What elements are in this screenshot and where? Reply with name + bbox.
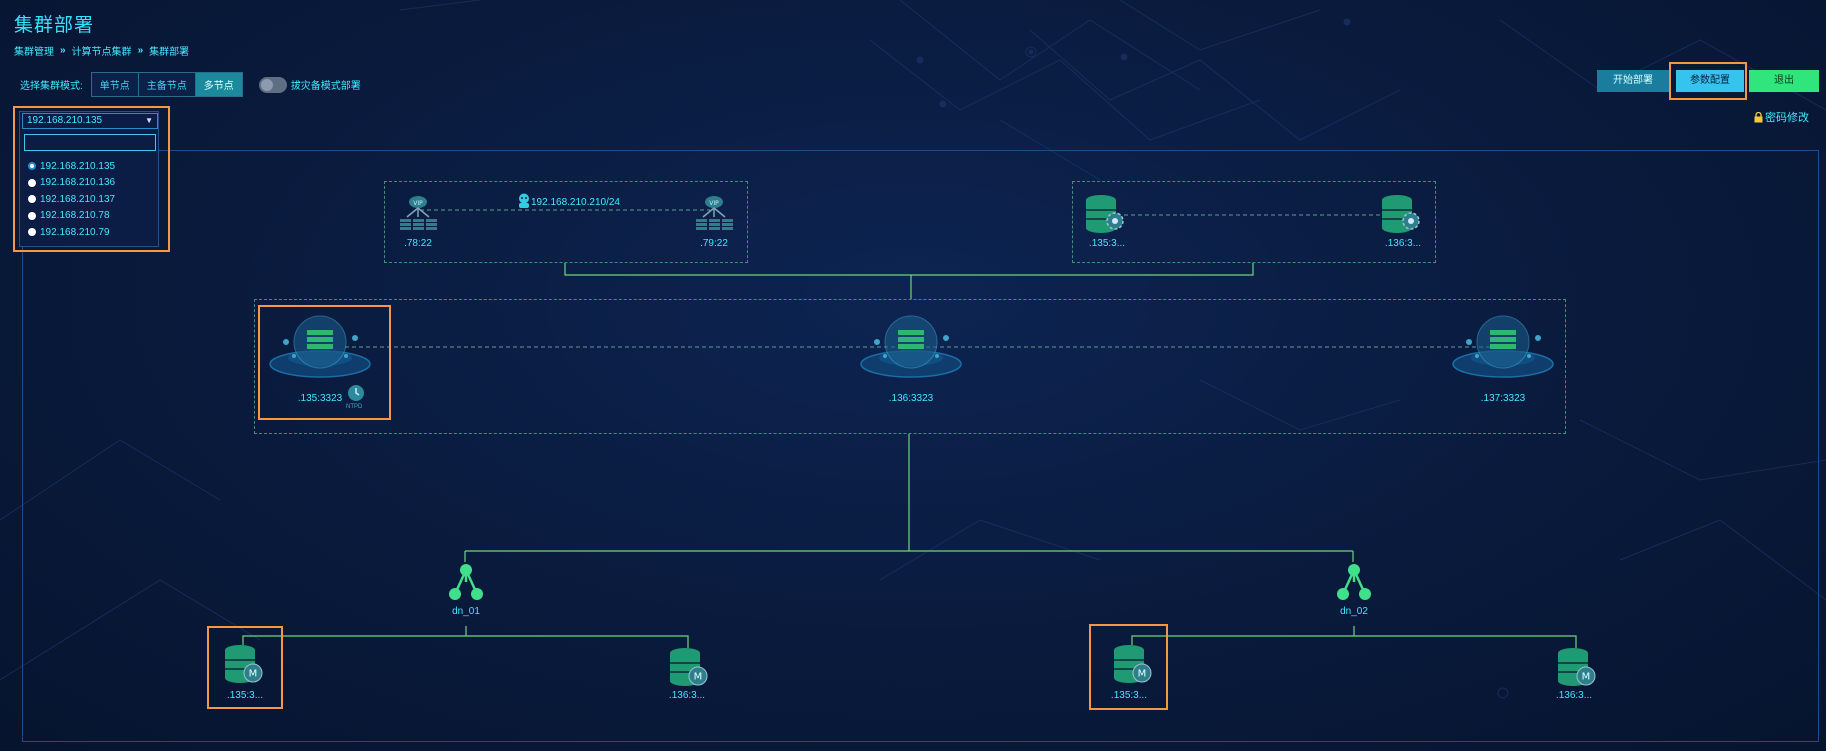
data-node-label: .135:3... <box>1110 690 1148 701</box>
load-balancer-icon[interactable]: VIP <box>693 193 735 235</box>
radio-unchecked-icon <box>28 195 36 204</box>
master-badge: M <box>1138 669 1147 680</box>
data-node-label: .136:3... <box>668 690 706 701</box>
ip-option-label: 192.168.210.137 <box>40 193 116 205</box>
ip-option-label: 192.168.210.78 <box>40 210 110 222</box>
compute-node-icon[interactable] <box>264 312 376 384</box>
cluster-mode-selector: 单节点 主备节点 多节点 <box>90 72 243 97</box>
ip-option[interactable]: 192.168.210.78 <box>28 208 115 225</box>
ip-option-label: 192.168.210.135 <box>40 160 116 172</box>
ip-option[interactable]: 192.168.210.79 <box>28 224 115 241</box>
start-deploy-button[interactable]: 开始部署 <box>1597 70 1669 92</box>
compute-node-icon[interactable] <box>1447 312 1559 384</box>
radio-checked-icon <box>28 162 36 171</box>
database-master-icon[interactable]: M <box>223 645 265 685</box>
master-badge: M <box>1582 672 1591 683</box>
ip-option[interactable]: 192.168.210.137 <box>28 191 115 208</box>
cluster-mode-row: 选择集群模式: 单节点 主备节点 多节点 拔灾备模式部署 <box>20 72 361 97</box>
caret-down-icon: ▼ <box>145 116 153 125</box>
data-node-label: .136:3... <box>1555 690 1593 701</box>
ip-option[interactable]: 192.168.210.135 <box>28 158 115 175</box>
cfg-right-label: .136:3... <box>1384 238 1422 249</box>
data-group-icon[interactable] <box>446 562 486 602</box>
param-config-highlight <box>1669 62 1747 100</box>
cluster-mode-label: 选择集群模式: <box>20 81 83 92</box>
data-group-label: dn_02 <box>1340 606 1368 617</box>
param-config-button[interactable]: 参数配置 <box>1676 70 1744 92</box>
breadcrumb-item-cluster-management[interactable]: 集群管理 <box>14 47 54 58</box>
ip-select-value: 192.168.210.135 <box>27 115 103 126</box>
breadcrumb-separator: » <box>60 45 66 56</box>
radio-unchecked-icon <box>28 211 36 220</box>
cfg-left-label: .135:3... <box>1088 238 1126 249</box>
page-title: 集群部署 <box>14 15 95 36</box>
lb-right-label: .79:22 <box>700 238 728 249</box>
lb-left-label: .78:22 <box>404 238 432 249</box>
data-node-highlight <box>1089 624 1168 710</box>
svg-text:VIP: VIP <box>413 200 423 207</box>
password-change-link[interactable]: 密码修改 <box>1754 109 1809 125</box>
breadcrumb: 集群管理 » 计算节点集群 » 集群部署 <box>14 43 189 58</box>
breadcrumb-item-compute-cluster[interactable]: 计算节点集群 <box>71 47 132 58</box>
ip-option-label: 192.168.210.79 <box>40 226 110 238</box>
radio-unchecked-icon <box>28 228 36 237</box>
disaster-recovery-label: 拔灾备模式部署 <box>290 81 361 92</box>
compute-node-label: .135:3323 <box>297 393 343 404</box>
database-config-icon[interactable] <box>1380 194 1422 234</box>
master-badge: M <box>694 672 703 683</box>
mode-option-master-slave[interactable]: 主备节点 <box>138 73 196 96</box>
data-node-highlight <box>207 626 283 709</box>
radio-unchecked-icon <box>28 178 36 187</box>
clock-icon <box>348 385 364 401</box>
ip-select[interactable]: 192.168.210.135 ▼ <box>22 113 158 129</box>
breadcrumb-item-cluster-deploy: 集群部署 <box>149 47 190 58</box>
data-group-label: dn_01 <box>452 606 480 617</box>
compute-node-icon[interactable] <box>855 312 967 384</box>
database-master-icon[interactable]: M <box>1112 645 1154 685</box>
breadcrumb-separator: » <box>137 45 144 56</box>
compute-node-label: .137:3323 <box>1480 393 1526 404</box>
load-balancer-group <box>384 181 748 263</box>
ip-dropdown-highlight <box>13 106 170 252</box>
exit-button[interactable]: 退出 <box>1749 70 1819 92</box>
database-master-icon[interactable]: M <box>1556 648 1598 688</box>
password-change-label: 密码修改 <box>1765 112 1809 124</box>
svg-text:VIP: VIP <box>709 200 719 207</box>
data-group-icon[interactable] <box>1334 562 1374 602</box>
ip-option[interactable]: 192.168.210.136 <box>28 175 115 192</box>
topology-panel <box>22 150 1819 742</box>
ntpd-label: NTPD <box>346 404 363 410</box>
compute-node-group <box>254 299 1566 434</box>
vip-address: 192.168.210.210/24 <box>531 197 620 208</box>
master-badge: M <box>249 669 258 680</box>
load-balancer-icon[interactable]: VIP <box>397 193 439 235</box>
ip-dropdown-panel <box>19 111 159 247</box>
vip-user-icon <box>519 193 529 208</box>
lock-icon <box>1754 111 1763 122</box>
config-db-group <box>1072 181 1436 263</box>
ip-option-label: 192.168.210.136 <box>40 177 116 189</box>
mode-option-single[interactable]: 单节点 <box>91 73 139 96</box>
disaster-recovery-toggle[interactable] <box>258 76 287 93</box>
database-master-icon[interactable]: M <box>668 648 710 688</box>
compute-node-label: .136:3323 <box>888 393 934 404</box>
compute-node-highlight <box>258 305 391 420</box>
ip-option-list: 192.168.210.135 192.168.210.136 192.168.… <box>28 158 115 241</box>
database-config-icon[interactable] <box>1084 194 1126 234</box>
data-node-label: .135:3... <box>226 690 264 701</box>
mode-option-multi[interactable]: 多节点 <box>195 73 242 96</box>
ip-search-input[interactable] <box>24 134 156 151</box>
